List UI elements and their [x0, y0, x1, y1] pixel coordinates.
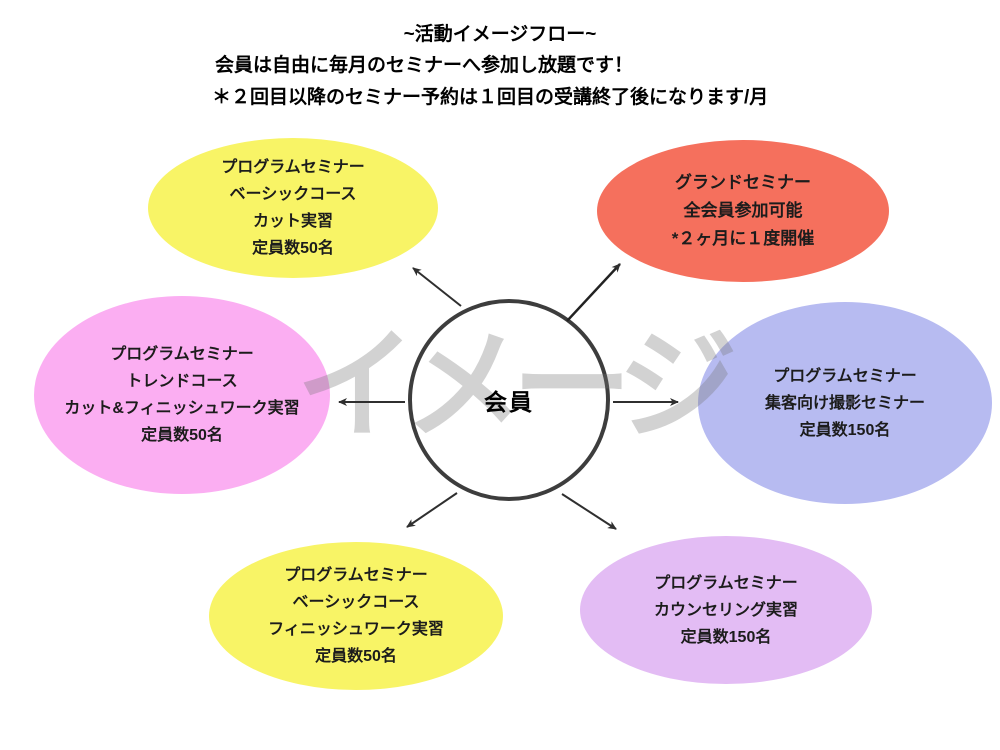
node-line: ベーシックコース — [292, 594, 420, 611]
node-line: 定員数50名 — [315, 648, 397, 665]
member-label: 会員 — [484, 389, 534, 415]
node-line: 定員数150名 — [799, 421, 891, 439]
node-line: プログラムセミナー — [284, 567, 428, 584]
node-line: カウンセリング実習 — [653, 601, 798, 619]
node-line: プログラムセミナー — [110, 346, 254, 363]
node-line: カット&フィニッシュワーク実習 — [64, 400, 300, 417]
node-program-trend: プログラムセミナー トレンドコース カット&フィニッシュワーク実習 定員数50名 — [34, 296, 330, 494]
node-line: ベーシックコース — [229, 186, 357, 203]
node-line: トレンドコース — [126, 373, 238, 390]
node-program-photo: プログラムセミナー 集客向け撮影セミナー 定員数150名 — [698, 302, 992, 504]
node-line: フィニッシュワーク実習 — [268, 621, 444, 638]
node-line: *２ヶ月に１度開催 — [671, 229, 815, 248]
node-line: 定員数50名 — [141, 427, 223, 444]
node-grand-seminar: グランドセミナー 全会員参加可能 *２ヶ月に１度開催 — [597, 140, 889, 282]
header-subtitle: 会員は自由に毎月のセミナーへ参加し放題です！ — [215, 55, 634, 76]
node-line: 定員数150名 — [680, 628, 772, 646]
node-line: 集客向け撮影セミナー — [764, 394, 925, 412]
node-program-counseling: プログラムセミナー カウンセリング実習 定員数150名 — [580, 536, 872, 684]
node-line: 全会員参加可能 — [683, 201, 803, 220]
node-line: プログラムセミナー — [654, 574, 798, 592]
node-line: 定員数50名 — [252, 240, 334, 257]
page-title: ~活動イメージフロー~ — [403, 24, 597, 45]
node-program-basic-cut: プログラムセミナー ベーシックコース カット実習 定員数50名 — [148, 138, 438, 278]
node-line: グランドセミナー — [675, 173, 811, 192]
header-note: ＊２回目以降のセミナー予約は１回目の受講終了後になります/月 — [212, 87, 769, 108]
node-line: プログラムセミナー — [773, 367, 917, 385]
node-line: プログラムセミナー — [221, 159, 365, 176]
member-circle — [408, 299, 610, 501]
node-line: カット実習 — [252, 213, 333, 230]
node-program-finish-work: プログラムセミナー ベーシックコース フィニッシュワーク実習 定員数50名 — [209, 542, 503, 690]
